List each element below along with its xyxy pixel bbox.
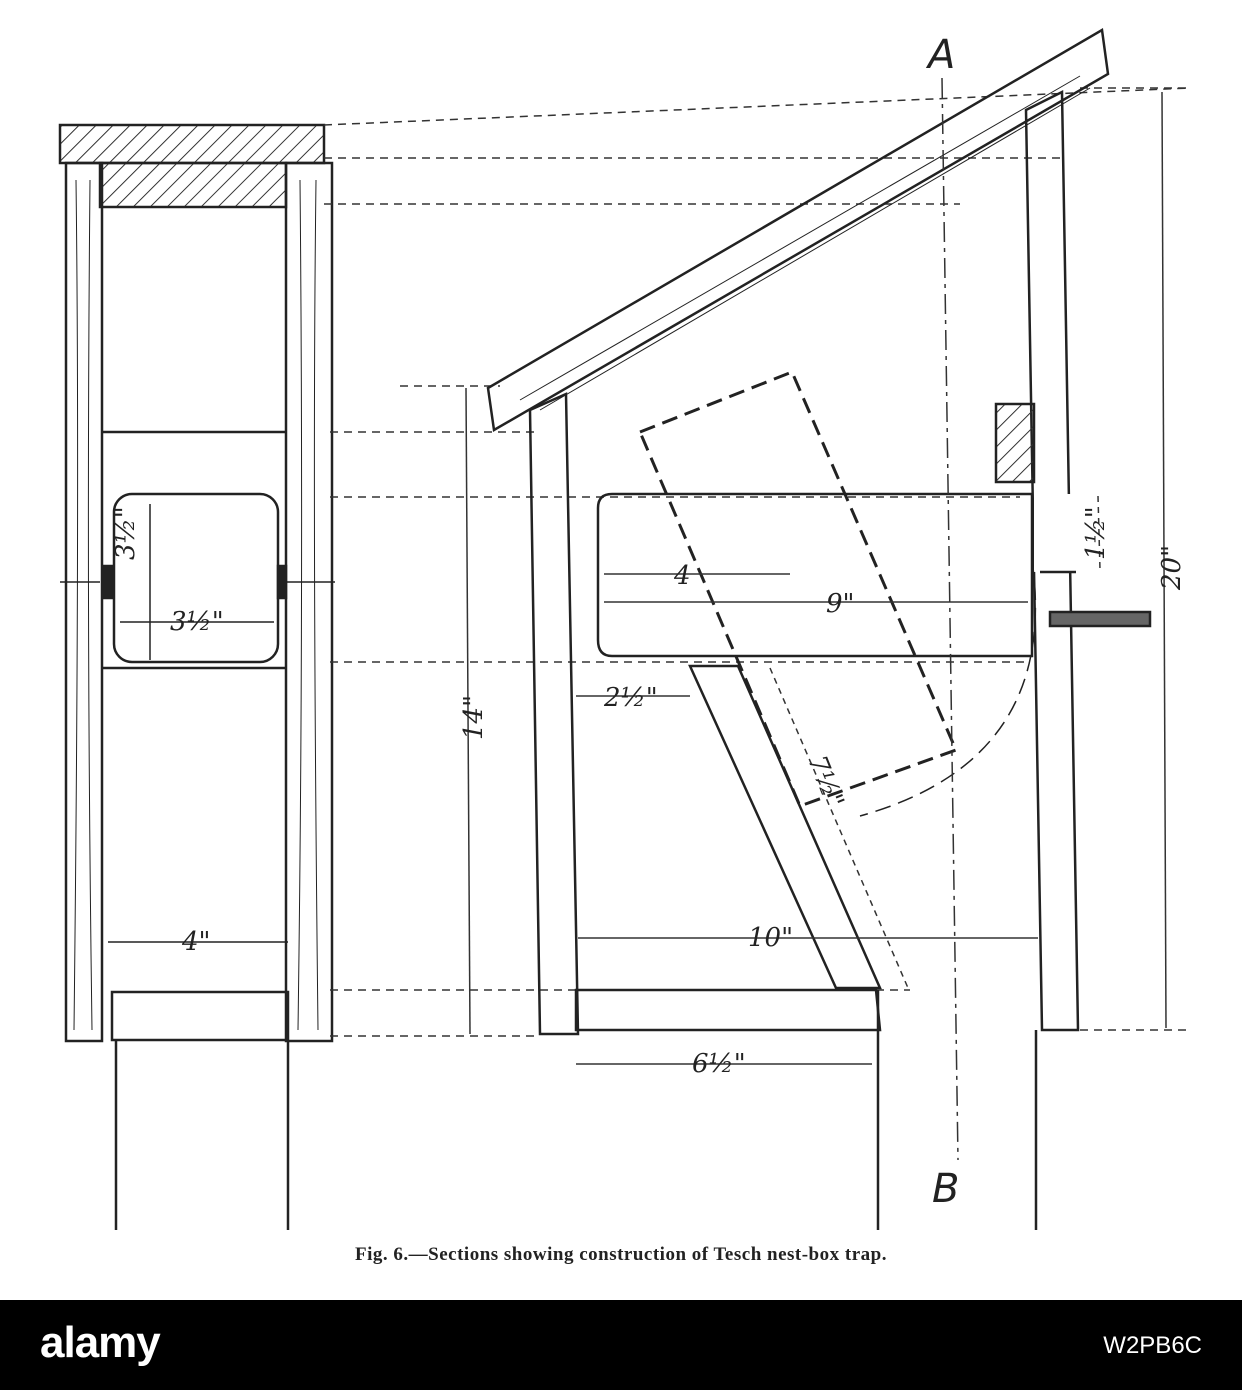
- dim-inner-width: 4": [181, 927, 211, 957]
- dim-tunnel-length: 9": [826, 589, 855, 619]
- watermark-logo: alamy: [40, 1318, 161, 1367]
- side-left-wall: [528, 392, 580, 1036]
- door-swing: [638, 370, 1037, 817]
- perch: [1048, 610, 1152, 628]
- front-left-grain: [73, 179, 93, 1031]
- dim-base-width: 6½": [692, 1049, 746, 1079]
- front-top-block: [98, 161, 288, 209]
- figure-canvas: A B 3½" 3½" 4" 14" 20" 1½" 4 9" 2½" 7½" …: [58, 27, 1191, 1230]
- front-right-grain: [297, 179, 319, 1031]
- ramp: [688, 664, 882, 990]
- entrance-tunnel: [596, 492, 1034, 658]
- front-right-post: [284, 161, 334, 1043]
- side-floor: [574, 988, 882, 1032]
- side-dimensions: [465, 91, 1167, 1065]
- dim-opening-width: 3½": [170, 607, 224, 637]
- front-pole-top: [110, 990, 290, 1042]
- dim-ramp-offset: 2½": [603, 683, 658, 713]
- front-roof-board: [58, 123, 326, 165]
- nest-box-drawing: A B 3½" 3½" 4" 14" 20" 1½" 4 9" 2½" 7½" …: [58, 27, 1191, 1230]
- dim-floor-width: 10": [748, 923, 793, 953]
- figure-caption: Fig. 6.—Sections showing construction of…: [355, 1244, 887, 1265]
- front-left-post: [64, 161, 104, 1043]
- dim-total-height: 20": [1157, 545, 1187, 591]
- label-a: A: [925, 32, 955, 78]
- left-hinge: [102, 564, 114, 600]
- dim-side-height: 14": [459, 695, 489, 740]
- label-b: B: [932, 1166, 959, 1212]
- watermark-band: [0, 1300, 1242, 1390]
- watermark-image-id: W2PB6C: [1103, 1332, 1202, 1359]
- side-section: [486, 27, 1152, 1230]
- side-cleat: [994, 402, 1036, 484]
- front-section: [58, 123, 335, 1230]
- section-line: [941, 77, 959, 1161]
- side-roof-board: [486, 27, 1110, 433]
- right-hinge: [276, 564, 288, 600]
- dim-perch-offset: 4: [673, 561, 691, 591]
- dim-entrance-height: 1½": [1081, 506, 1111, 560]
- dim-opening-height: 3½": [111, 506, 141, 560]
- roof-grain: [519, 75, 1091, 411]
- side-right-wall: [1024, 89, 1080, 1032]
